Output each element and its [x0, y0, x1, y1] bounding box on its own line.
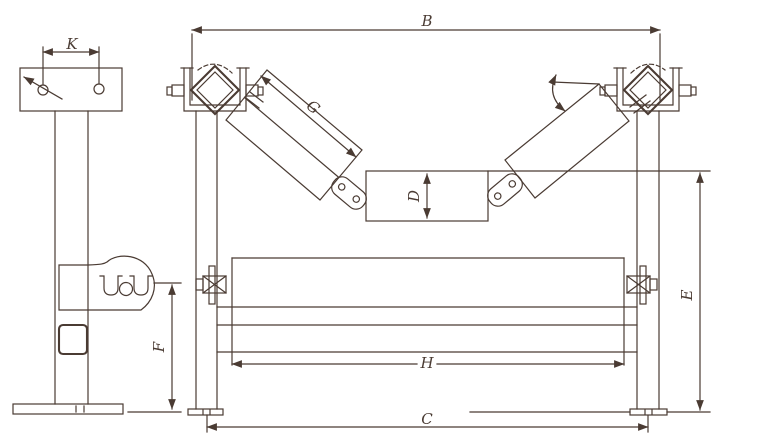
wing-roller-right — [504, 74, 630, 199]
hook-bracket-detail — [58, 255, 182, 311]
chain-link-left — [331, 176, 367, 210]
pivot-bracket-left — [166, 63, 264, 116]
pivot-diamond-inner — [196, 71, 234, 109]
bracket-bolt-right — [678, 84, 692, 97]
dimension-c: C — [206, 410, 649, 433]
stand-base-plate — [12, 403, 124, 415]
hook-slot-left — [99, 275, 123, 296]
hook-pin-hole — [118, 281, 134, 297]
frame-feet — [187, 408, 711, 416]
front-view-assembly: B — [166, 12, 711, 433]
wing-roller-right-body — [504, 83, 630, 199]
post-square-hole — [57, 323, 89, 356]
mount-hole-left — [37, 84, 49, 96]
clamp-nut — [195, 278, 204, 291]
link-plate — [331, 176, 367, 210]
angle-reference-line — [552, 81, 600, 85]
clamp-cross-line — [626, 275, 651, 294]
link-hole — [337, 183, 346, 191]
dim-label-b: B — [420, 12, 432, 30]
center-roller: D — [365, 170, 489, 222]
wing-roller-left: G — [225, 69, 363, 201]
clamp-plate — [639, 265, 647, 305]
dim-label-d: D — [405, 190, 423, 203]
hook-link-line — [629, 94, 647, 108]
g-dimension-line — [260, 75, 357, 158]
link-hole — [352, 195, 361, 203]
hook-link-line — [245, 97, 260, 109]
bracket-bolt-left — [171, 84, 185, 97]
chain-link-right — [487, 173, 523, 207]
dimension-h: H — [231, 354, 625, 372]
pivot-bracket-right — [599, 63, 697, 116]
bracket-hidden-arc — [197, 63, 233, 74]
pivot-diamond-outer — [622, 64, 674, 116]
dim-label-k: K — [65, 35, 78, 53]
bracket-channel-inner — [622, 67, 674, 106]
clamp-nut — [649, 278, 658, 291]
return-roller-clamp-left — [195, 265, 227, 305]
dimension-f: F — [127, 284, 182, 413]
dimension-k: K — [42, 35, 100, 85]
return-roller — [216, 257, 638, 366]
dimension-e: E — [487, 170, 711, 411]
link-hole — [508, 180, 517, 188]
roller-surface-line — [243, 96, 340, 179]
return-roller-clamp-right — [626, 265, 658, 305]
link-plate — [487, 173, 523, 207]
bracket-nut-right — [690, 86, 697, 96]
link-hole — [493, 192, 502, 200]
dim-label-c: C — [421, 410, 433, 428]
foot-plate-left — [187, 408, 224, 416]
hook-bracket-outline — [58, 255, 155, 311]
hole-leader-line — [23, 76, 63, 100]
stand-top-plate — [19, 67, 123, 112]
bracket-channel-inner — [189, 67, 241, 106]
bracket-nut-right — [257, 86, 264, 96]
bracket-hidden-arc — [630, 63, 666, 74]
hook-slot-right — [129, 275, 153, 296]
hook-link-line — [249, 91, 264, 103]
pivot-diamond-outer — [189, 64, 241, 116]
pivot-diamond-inner — [629, 71, 667, 109]
bracket-nut-left — [166, 86, 173, 96]
dim-label-f: F — [150, 341, 168, 353]
mount-hole-right — [93, 83, 105, 95]
clamp-cross-line — [202, 275, 227, 294]
trough-angle-arc — [548, 74, 566, 112]
dim-label-e: E — [678, 289, 696, 301]
foot-plate-right — [629, 408, 668, 416]
dim-label-h: H — [419, 354, 434, 372]
side-view-stand: K F — [12, 35, 182, 415]
